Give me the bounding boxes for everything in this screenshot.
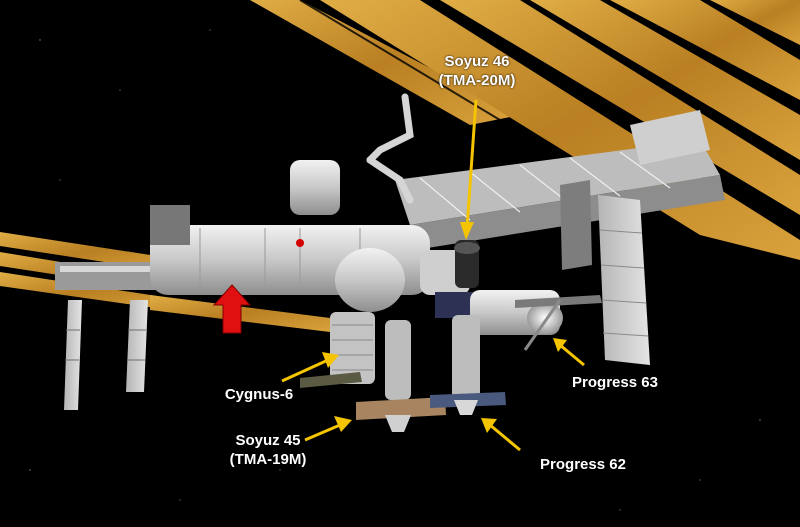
soyuz-45-designation: (TMA-19M) bbox=[229, 451, 307, 468]
red-highlight-arrow bbox=[212, 284, 252, 334]
label-soyuz-46: Soyuz 46 (TMA-20M) bbox=[422, 52, 532, 90]
main-truss bbox=[395, 140, 725, 270]
soyuz-45-vehicle bbox=[356, 320, 446, 432]
pointer-arrow-cygnus-6 bbox=[281, 352, 339, 383]
progress-62-name: Progress 62 bbox=[540, 456, 626, 473]
progress-62-vehicle bbox=[430, 315, 506, 415]
pointer-arrow-soyuz-45 bbox=[304, 416, 352, 442]
soyuz-46-vehicle bbox=[454, 240, 480, 288]
radiator-right bbox=[598, 110, 710, 365]
pointer-arrows bbox=[281, 99, 585, 452]
label-progress-63: Progress 63 bbox=[555, 373, 675, 392]
starfield bbox=[29, 29, 761, 511]
robotic-arm bbox=[366, 93, 414, 204]
pointer-arrow-soyuz-46 bbox=[460, 99, 478, 240]
cygnus-6-vehicle bbox=[300, 312, 375, 388]
label-progress-62: Progress 62 bbox=[523, 455, 643, 474]
cygnus-6-name: Cygnus-6 bbox=[224, 386, 294, 403]
pointer-arrow-progress-62 bbox=[481, 418, 521, 452]
progress-63-name: Progress 63 bbox=[572, 374, 658, 391]
label-soyuz-45: Soyuz 45 (TMA-19M) bbox=[213, 431, 323, 469]
soyuz-46-name: Soyuz 46 bbox=[444, 53, 510, 70]
port-truss bbox=[55, 262, 165, 410]
progress-63-vehicle bbox=[515, 295, 602, 351]
soyuz-45-name: Soyuz 45 bbox=[235, 432, 301, 449]
pointer-arrow-progress-63 bbox=[553, 338, 585, 367]
soyuz-46-designation: (TMA-20M) bbox=[438, 72, 516, 89]
label-cygnus-6: Cygnus-6 bbox=[214, 385, 304, 404]
